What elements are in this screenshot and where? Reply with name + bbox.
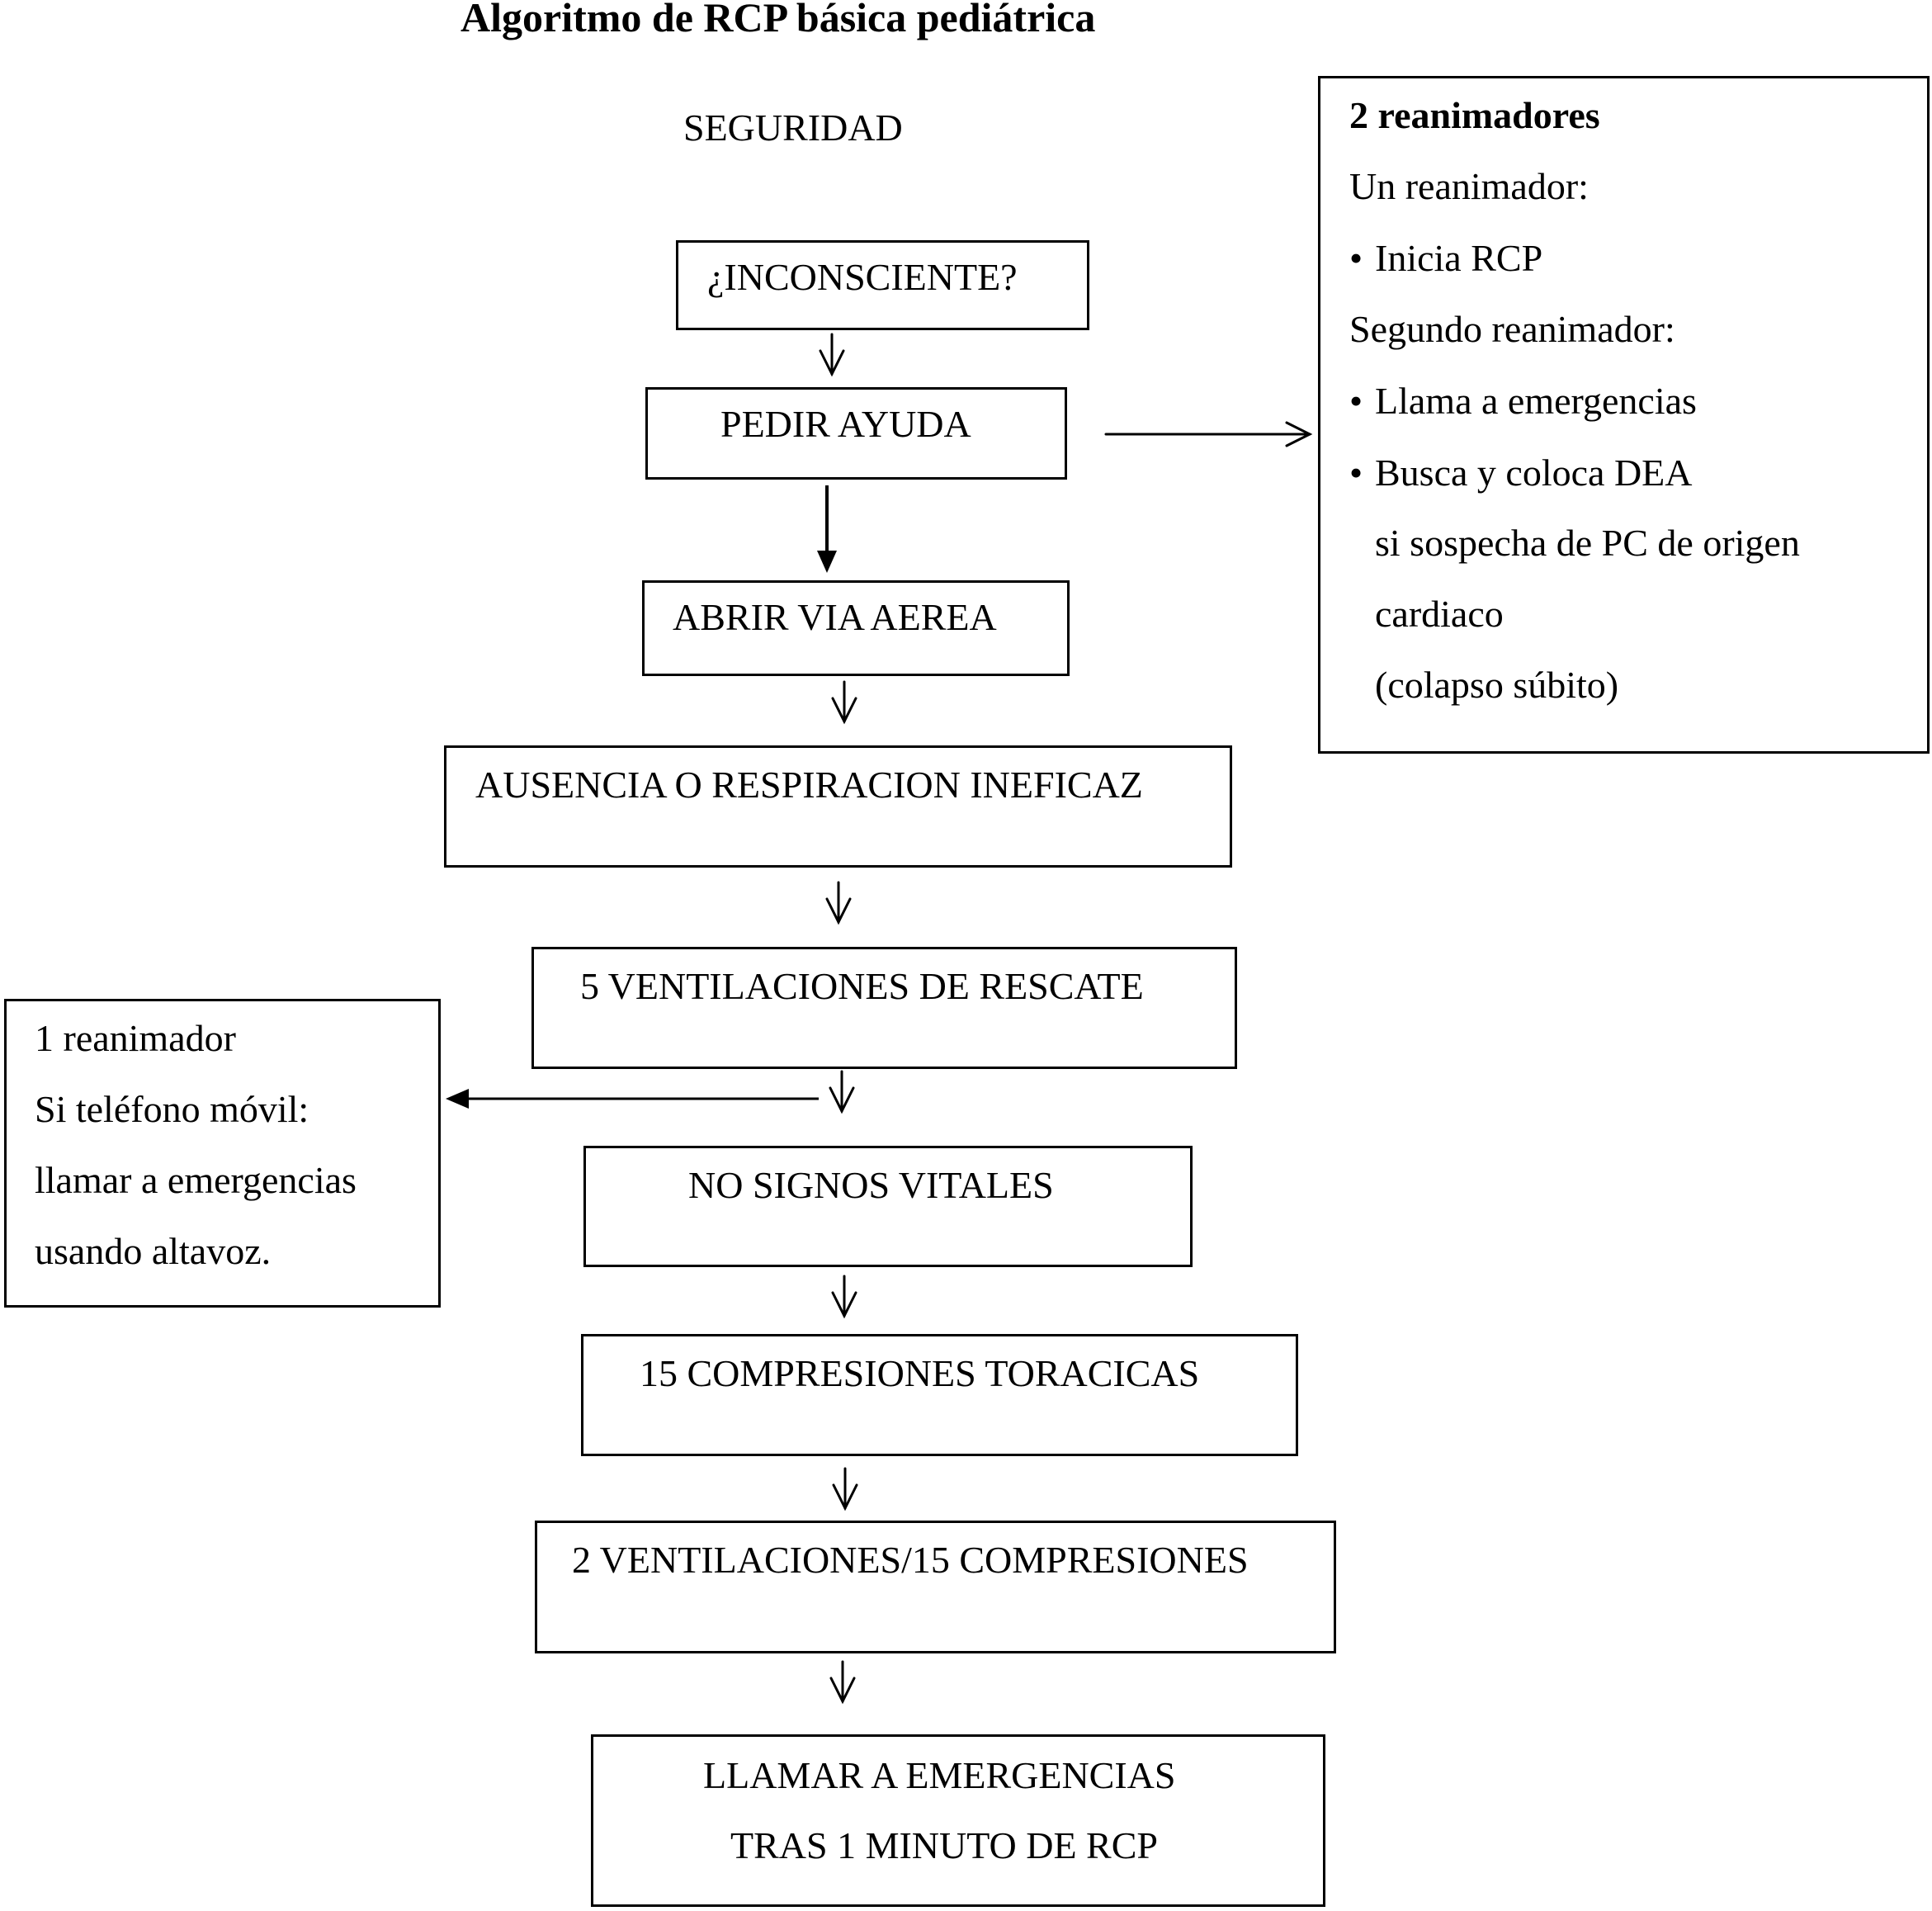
one-rescuer-line: usando altavoz. xyxy=(35,1230,272,1272)
second-rescuer-label: Segundo reanimador: xyxy=(1349,308,1675,350)
step-abrir-via-aerea-label: ABRIR VIA AEREA xyxy=(673,596,997,638)
step-ausencia-respiracion: AUSENCIA O RESPIRACION INEFICAZ xyxy=(444,745,1232,868)
arrow-down-icon xyxy=(819,333,845,377)
arrow-down-icon xyxy=(825,881,852,925)
arrow-down-icon xyxy=(829,1070,855,1114)
arrow-head-icon xyxy=(446,1089,469,1109)
arrow-down-icon xyxy=(832,1467,858,1511)
step-15-compresiones: 15 COMPRESIONES TORACICAS xyxy=(581,1334,1298,1456)
one-rescuer-item: Inicia RCP xyxy=(1375,237,1543,279)
dea-note-line: si sospecha de PC de origen xyxy=(1375,522,1800,564)
step-llamar-emergencias: LLAMAR A EMERGENCIAS TRAS 1 MINUTO DE RC… xyxy=(591,1734,1325,1907)
two-rescuers-box: 2 reanimadores Un reanimador: • Inicia R… xyxy=(1318,76,1930,754)
one-rescuer-line: 1 reanimador xyxy=(35,1017,236,1059)
step-5-ventilaciones: 5 VENTILACIONES DE RESCATE xyxy=(531,947,1237,1069)
arrow-head-icon xyxy=(817,551,837,573)
bullet-dot: • xyxy=(1349,380,1363,422)
second-rescuer-item: Llama a emergencias xyxy=(1375,380,1697,422)
second-rescuer-item: Busca y coloca DEA xyxy=(1375,452,1693,494)
two-rescuers-heading: 2 reanimadores xyxy=(1349,94,1600,136)
one-rescuer-label: Un reanimador: xyxy=(1349,165,1589,207)
step-pedir-ayuda-label: PEDIR AYUDA xyxy=(720,403,971,445)
step-no-signos-vitales: NO SIGNOS VITALES xyxy=(583,1146,1193,1267)
step-ausencia-respiracion-label: AUSENCIA O RESPIRACION INEFICAZ xyxy=(475,764,1143,806)
one-rescuer-box: 1 reanimador Si teléfono móvil: llamar a… xyxy=(4,999,441,1308)
dea-note-line: cardiaco xyxy=(1375,593,1504,635)
arrow-down-icon xyxy=(831,1275,857,1319)
one-rescuer-line: Si teléfono móvil: xyxy=(35,1088,309,1130)
step-no-signos-vitales-label: NO SIGNOS VITALES xyxy=(688,1164,1054,1206)
step-pedir-ayuda: PEDIR AYUDA xyxy=(645,387,1067,480)
step-2-ventilaciones-15-compresiones-label: 2 VENTILACIONES/15 COMPRESIONES xyxy=(572,1539,1249,1581)
arrow-down-icon xyxy=(829,1660,856,1705)
bullet-dot: • xyxy=(1349,452,1363,494)
diagram-title: Algoritmo de RCP básica pediátrica xyxy=(461,0,1096,40)
step-llamar-emergencias-line-2: TRAS 1 MINUTO DE RCP xyxy=(730,1824,1158,1866)
dea-note-line: (colapso súbito) xyxy=(1375,664,1619,706)
one-rescuer-line: llamar a emergencias xyxy=(35,1159,357,1201)
step-abrir-via-aerea: ABRIR VIA AEREA xyxy=(642,580,1070,676)
step-inconsciente-label: ¿INCONSCIENTE? xyxy=(707,256,1018,298)
arrow-right-icon xyxy=(1104,421,1313,447)
step-inconsciente: ¿INCONSCIENTE? xyxy=(676,240,1089,330)
bullet-dot: • xyxy=(1349,237,1363,279)
step-15-compresiones-label: 15 COMPRESIONES TORACICAS xyxy=(640,1352,1200,1394)
seguridad-label: SEGURIDAD xyxy=(683,106,903,149)
step-2-ventilaciones-15-compresiones: 2 VENTILACIONES/15 COMPRESIONES xyxy=(535,1521,1336,1653)
arrow-down-icon xyxy=(831,680,857,725)
step-llamar-emergencias-line-1: LLAMAR A EMERGENCIAS xyxy=(703,1754,1176,1796)
step-5-ventilaciones-label: 5 VENTILACIONES DE RESCATE xyxy=(580,965,1144,1007)
